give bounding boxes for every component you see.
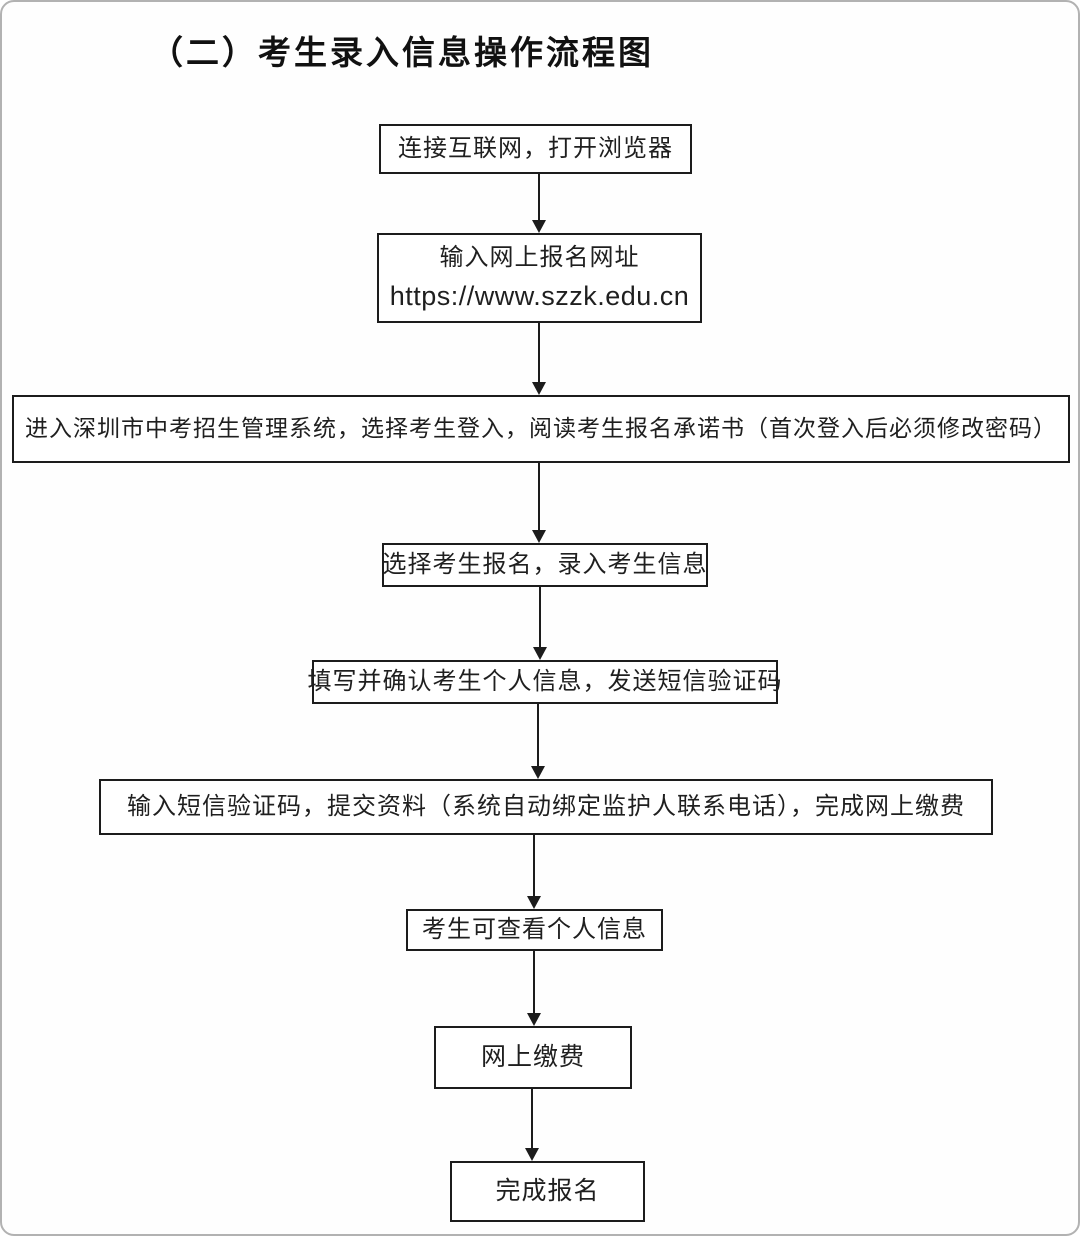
flow-step-open-browser: 连接互联网，打开浏览器 [379, 124, 692, 174]
arrow-shaft [533, 951, 535, 1013]
arrow-shaft [539, 587, 541, 647]
flow-step-label: 输入网上报名网址 [439, 244, 640, 271]
arrow-shaft [533, 835, 535, 896]
arrow-head-icon [525, 1148, 539, 1161]
flow-step-online-payment: 网上缴费 [434, 1026, 632, 1089]
arrow-head-icon [527, 896, 541, 909]
flow-step-label: 连接互联网，打开浏览器 [398, 135, 673, 162]
page-title: （二）考生录入信息操作流程图 [150, 36, 654, 72]
flow-step-complete-registration: 完成报名 [450, 1161, 645, 1222]
flow-arrow-down [532, 323, 546, 395]
arrow-head-icon [531, 766, 545, 779]
arrow-head-icon [533, 647, 547, 660]
arrow-head-icon [532, 382, 546, 395]
registration-url-text: https://www.szzk.edu.cn [389, 280, 690, 311]
flow-arrow-down [527, 835, 541, 909]
flow-step-label: 输入短信验证码，提交资料（系统自动绑定监护人联系电话），完成网上缴费 [127, 793, 965, 820]
flow-step-label: 选择考生报名，录入考生信息 [382, 551, 708, 578]
arrow-head-icon [532, 530, 546, 543]
flow-arrow-down [525, 1089, 539, 1161]
flow-step-label: 网上缴费 [480, 1043, 585, 1071]
flow-step-enter-url: 输入网上报名网址 https://www.szzk.edu.cn [377, 233, 702, 323]
flow-step-login-system: 进入深圳市中考招生管理系统，选择考生登入，阅读考生报名承诺书（首次登入后必须修改… [12, 395, 1070, 463]
arrow-shaft [538, 323, 540, 382]
flow-arrow-down [533, 587, 547, 660]
flow-step-view-info: 考生可查看个人信息 [406, 909, 663, 951]
flow-step-label: 进入深圳市中考招生管理系统，选择考生登入，阅读考生报名承诺书（首次登入后必须修改… [25, 416, 1057, 442]
flow-step-label: 考生可查看个人信息 [422, 916, 647, 943]
flow-step-submit-materials: 输入短信验证码，提交资料（系统自动绑定监护人联系电话），完成网上缴费 [99, 779, 993, 835]
arrow-shaft [537, 704, 539, 766]
arrow-head-icon [532, 220, 546, 233]
flow-step-enter-info: 选择考生报名，录入考生信息 [382, 543, 708, 587]
arrow-shaft [538, 463, 540, 530]
arrow-head-icon [527, 1013, 541, 1026]
flow-arrow-down [531, 704, 545, 779]
arrow-shaft [531, 1089, 533, 1148]
flow-arrow-down [527, 951, 541, 1026]
arrow-shaft [538, 174, 540, 220]
flow-arrow-down [532, 463, 546, 543]
flow-step-label: 填写并确认考生个人信息，发送短信验证码 [307, 668, 783, 695]
flow-step-confirm-info-sms: 填写并确认考生个人信息，发送短信验证码 [308, 660, 782, 704]
flow-arrow-down [532, 174, 546, 233]
flow-step-label: 完成报名 [495, 1177, 600, 1205]
